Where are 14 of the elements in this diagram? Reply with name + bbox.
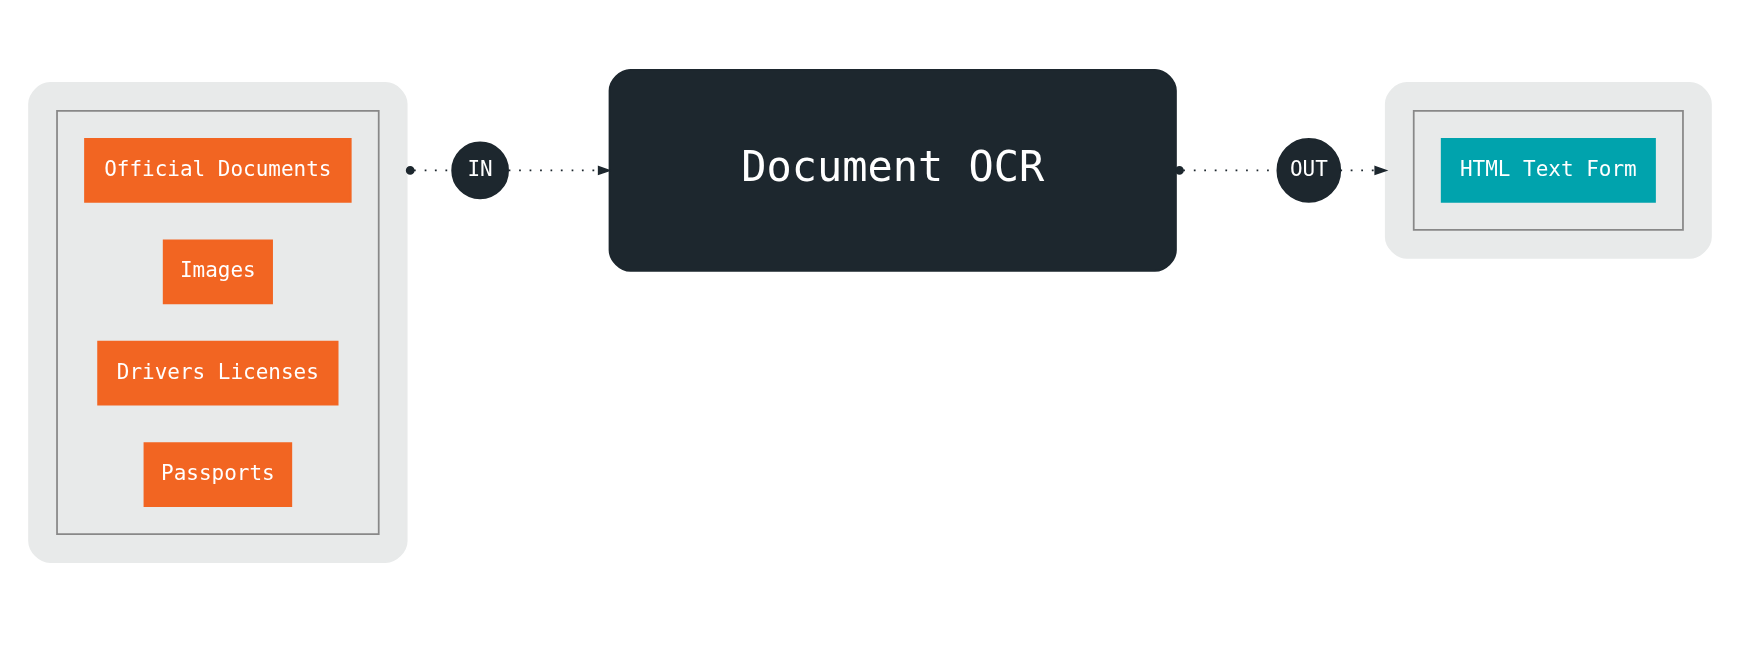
arrow	[1339, 165, 1389, 176]
node-box: Passports	[143, 442, 293, 507]
node-box: Images	[162, 239, 273, 305]
node-box: HTML Text Form	[1440, 138, 1656, 203]
cluster	[1412, 110, 1684, 231]
node-box: Drivers Licenses	[97, 340, 339, 406]
cluster	[1384, 82, 1712, 259]
node-circle: IN	[451, 141, 509, 200]
arrow	[507, 165, 612, 176]
cluster	[56, 110, 380, 535]
node-box: Document OCR	[608, 69, 1177, 272]
node-circle: OUT	[1276, 138, 1342, 203]
cluster	[28, 82, 408, 563]
node-box: Official Documents	[84, 138, 352, 203]
